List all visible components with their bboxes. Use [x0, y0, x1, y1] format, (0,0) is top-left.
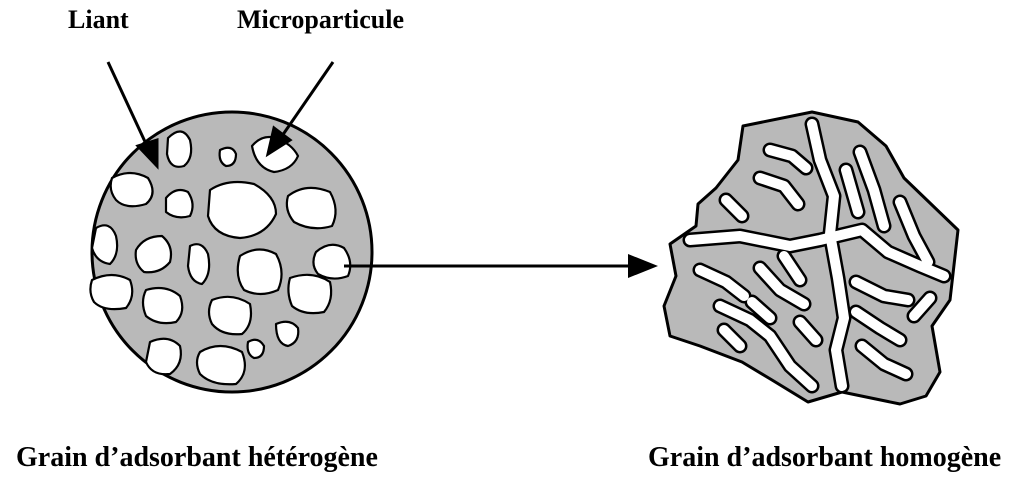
microparticle-label: Microparticule — [237, 5, 404, 34]
microparticle — [90, 275, 132, 309]
microparticle — [287, 188, 336, 228]
transition-arrowhead — [628, 254, 658, 278]
microparticle — [188, 244, 209, 284]
homogeneous-grain — [664, 112, 958, 404]
microparticle — [197, 346, 245, 384]
microparticle — [166, 190, 193, 217]
transition-arrow — [344, 254, 658, 278]
microparticle — [167, 131, 191, 166]
binder-arrow — [108, 62, 147, 146]
microparticle — [146, 339, 181, 374]
microparticle — [288, 275, 331, 313]
homogeneous-grain-caption: Grain d’adsorbant homogène — [648, 442, 1001, 473]
microparticle-arrow — [282, 62, 333, 136]
heterogeneous-grain — [90, 112, 372, 392]
binder-label: Liant — [68, 5, 129, 34]
microparticle — [238, 249, 282, 294]
microparticle — [111, 173, 153, 206]
microparticle — [248, 340, 264, 358]
microparticle — [220, 148, 236, 166]
microparticle — [209, 297, 251, 334]
heterogeneous-grain-caption: Grain d’adsorbant hétérogène — [16, 442, 378, 473]
microparticle — [313, 245, 350, 279]
microparticle — [143, 288, 182, 323]
